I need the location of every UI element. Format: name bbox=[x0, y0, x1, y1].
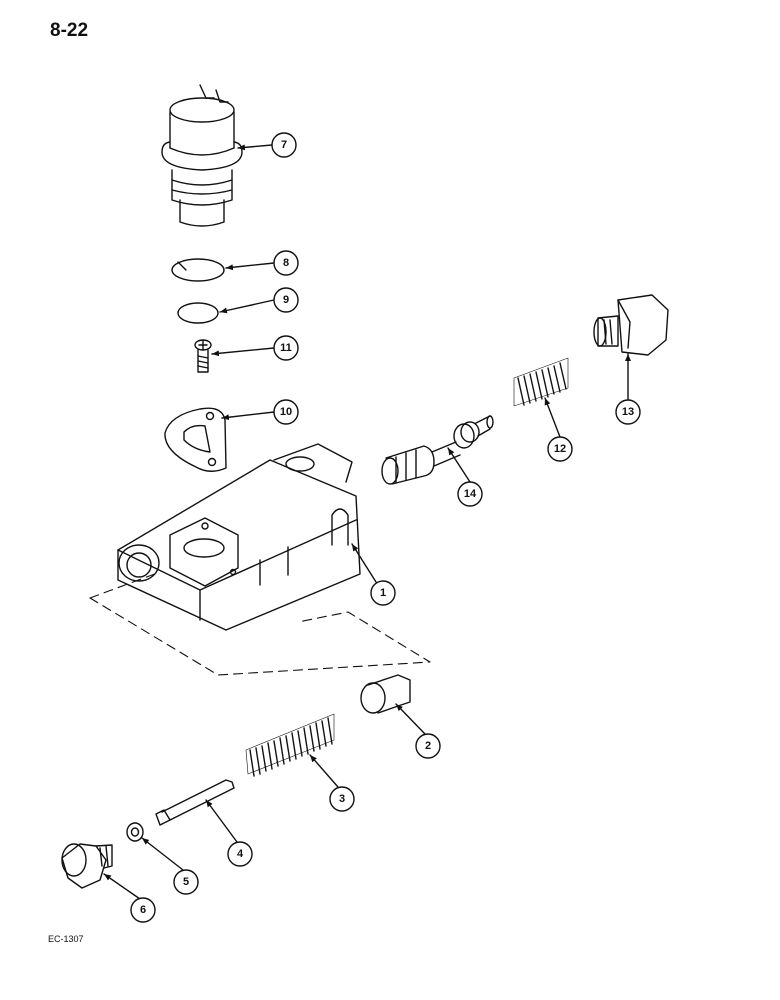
figure-code: EC-1307 bbox=[48, 934, 84, 944]
callout-6: 6 bbox=[103, 873, 156, 923]
o-ring-part bbox=[177, 302, 219, 324]
callout-10: 10 bbox=[221, 399, 299, 425]
callout-label: 5 bbox=[183, 876, 189, 888]
valve-body-part bbox=[117, 443, 361, 631]
solenoid-part bbox=[161, 84, 243, 227]
callout-label: 6 bbox=[140, 904, 146, 916]
callout-label: 7 bbox=[281, 139, 287, 151]
callout-2: 2 bbox=[395, 703, 441, 759]
spool-part bbox=[381, 415, 494, 485]
callout-4: 4 bbox=[205, 799, 253, 867]
callout-11: 11 bbox=[211, 335, 299, 361]
callout-1: 1 bbox=[351, 543, 396, 606]
callout-label: 8 bbox=[283, 257, 289, 269]
callout-label: 12 bbox=[554, 443, 566, 455]
dashed-outline bbox=[89, 571, 431, 676]
washer-part bbox=[126, 822, 144, 842]
plug-part-13 bbox=[593, 294, 669, 356]
callout-label: 1 bbox=[380, 587, 386, 599]
callout-label: 13 bbox=[622, 406, 634, 418]
callout-label: 14 bbox=[464, 488, 477, 500]
callout-label: 3 bbox=[339, 793, 345, 805]
callout-label: 9 bbox=[283, 294, 289, 306]
callout-8: 8 bbox=[225, 250, 299, 276]
pin-part bbox=[155, 779, 235, 826]
callout-13: 13 bbox=[615, 353, 641, 425]
callout-3: 3 bbox=[309, 754, 355, 812]
page-number: 8-22 bbox=[50, 20, 89, 41]
clip-part bbox=[164, 407, 227, 472]
callout-label: 2 bbox=[425, 740, 431, 752]
plug-part-6 bbox=[61, 843, 113, 889]
callout-label: 10 bbox=[280, 406, 292, 418]
snap-ring-part bbox=[171, 258, 225, 282]
callout-14: 14 bbox=[447, 447, 483, 507]
callout-7: 7 bbox=[237, 132, 297, 158]
spring-part-3 bbox=[245, 713, 335, 777]
piston-part bbox=[360, 674, 411, 714]
callout-label: 11 bbox=[280, 342, 292, 354]
callout-12: 12 bbox=[544, 397, 573, 462]
callout-5: 5 bbox=[141, 837, 199, 895]
spring-part-12 bbox=[513, 357, 569, 407]
callout-label: 4 bbox=[237, 848, 244, 860]
callout-9: 9 bbox=[219, 287, 299, 314]
screw-part bbox=[194, 339, 212, 373]
